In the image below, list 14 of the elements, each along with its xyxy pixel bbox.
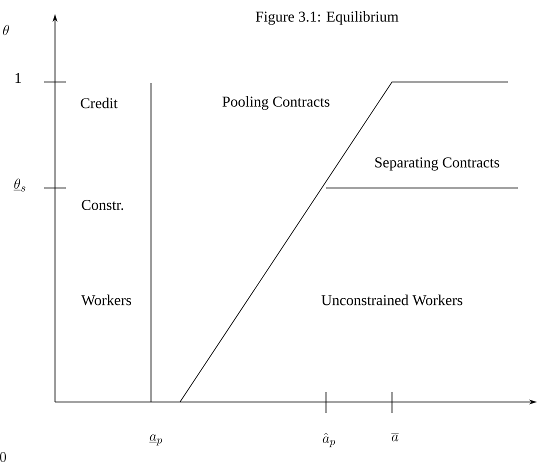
region-label: Workers bbox=[81, 294, 132, 306]
tick-label: $\overline{a}$ bbox=[391, 433, 399, 442]
region-label: Constr. bbox=[82, 200, 124, 210]
tick-label: 1 bbox=[16, 73, 21, 83]
tick-label: $\underline{a}_p$ bbox=[149, 434, 162, 446]
axis-label: $\theta$ bbox=[3, 24, 9, 36]
tick-label: $\underline{\theta}_s$ bbox=[14, 178, 26, 192]
figure-title: Figure 3.1: Equilibrium bbox=[256, 11, 398, 25]
tick-label: $\hat{a}_p$ bbox=[322, 432, 336, 448]
axis-label: $0$ bbox=[0, 452, 6, 462]
region-label: Pooling Contracts bbox=[222, 96, 330, 110]
region-label: Separating Contracts bbox=[375, 157, 500, 171]
region-label: Unconstrained Workers bbox=[321, 294, 462, 306]
region-label: Credit bbox=[80, 98, 118, 108]
